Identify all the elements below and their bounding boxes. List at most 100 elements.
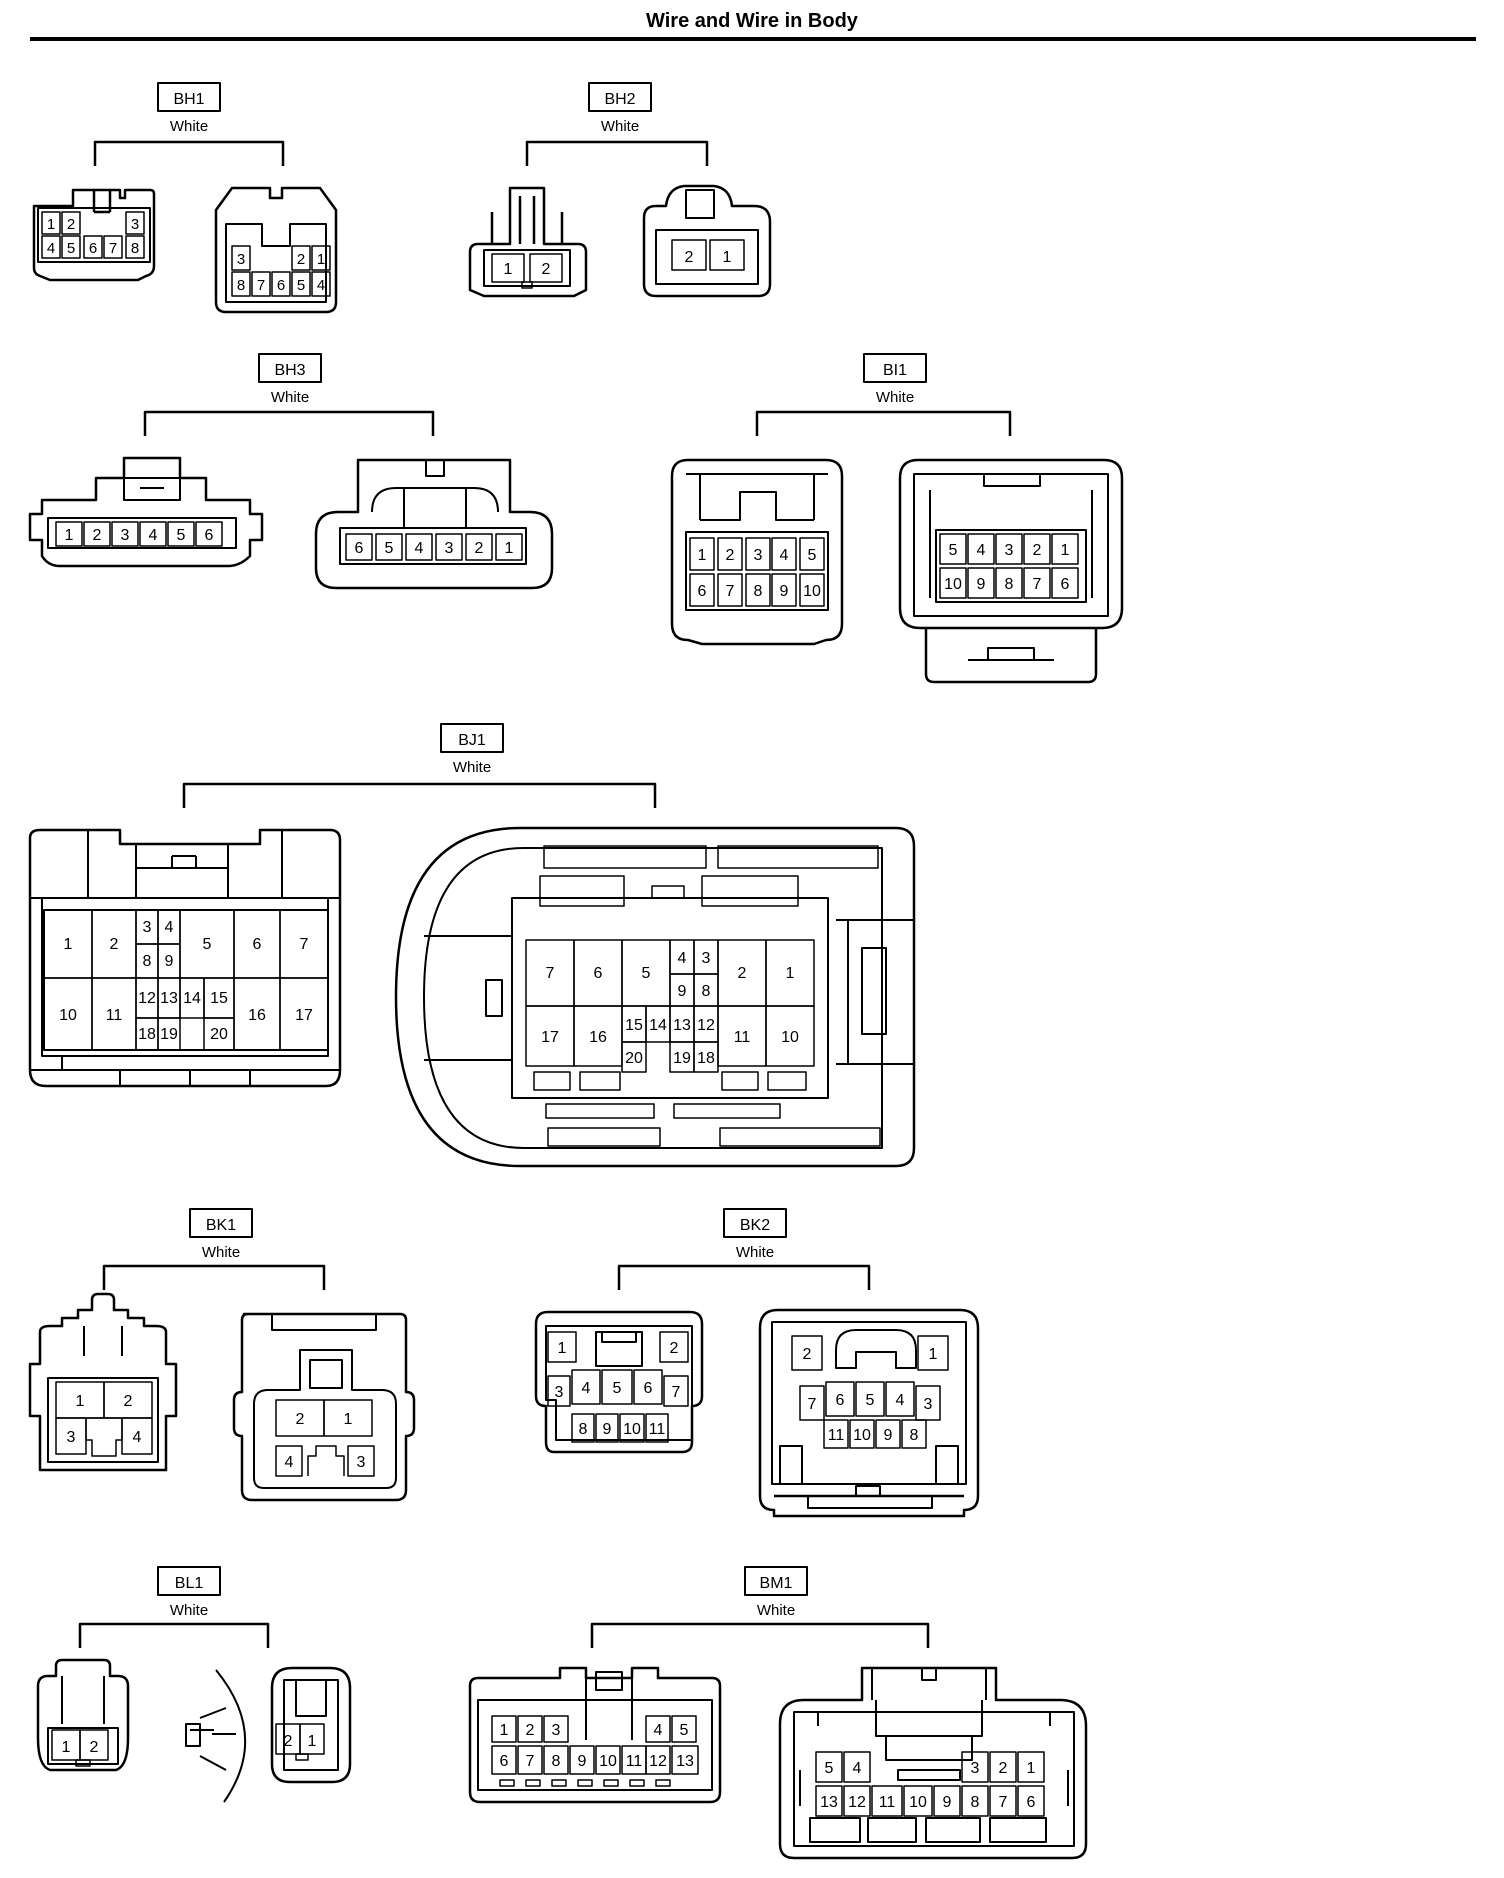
pin-label: 6 — [253, 936, 262, 953]
female-connector-view: 1 2 3 4 5 6 7 8 9 10 11 — [534, 1310, 704, 1454]
connector-housing — [642, 184, 772, 298]
pin-label: 2 — [110, 936, 119, 953]
pin-label: 2 — [284, 1733, 293, 1750]
connector-housing — [314, 458, 554, 590]
pin-label: 6 — [1027, 1794, 1036, 1811]
pin-label: 3 — [131, 216, 139, 233]
key-mark — [521, 281, 533, 289]
pin-label: 6 — [277, 277, 285, 294]
pin-label: 1 — [317, 251, 325, 268]
clip — [185, 1669, 247, 1803]
pin-block — [935, 529, 1087, 603]
connector-id: BL1 — [175, 1575, 204, 1592]
pin-label: 2 — [542, 261, 551, 278]
pin-label: 5 — [203, 936, 212, 953]
pin-label: 3 — [237, 251, 245, 268]
pin-label: 10 — [803, 583, 821, 600]
housing-inner — [771, 1321, 967, 1509]
pin-block — [47, 517, 237, 549]
pin-label: 9 — [884, 1427, 893, 1444]
pin-label: 12 — [697, 1017, 715, 1034]
pin-label: 4 — [654, 1722, 663, 1739]
male-connector-view: 2 1 7 6 5 4 3 11 10 9 8 — [758, 1308, 980, 1518]
connector-housing — [270, 1666, 352, 1784]
male-connector-view: 2 1 — [185, 1666, 352, 1803]
pin-label: 7 — [726, 583, 735, 600]
male-connector-view: 5 4 3 2 1 13 12 11 10 9 8 7 6 — [778, 1666, 1088, 1860]
pin-label: 3 — [971, 1760, 980, 1777]
pin-label: 10 — [623, 1421, 641, 1438]
male-connector-view: 5 4 3 2 1 10 9 8 7 6 — [898, 458, 1124, 684]
connector-housing — [232, 1312, 416, 1502]
connector-housing — [32, 188, 156, 282]
pin-label: 8 — [971, 1794, 980, 1811]
pin-label: 18 — [697, 1050, 715, 1067]
connector-tag-box — [440, 723, 504, 753]
pin-label: 12 — [649, 1753, 667, 1770]
housing-inner — [793, 1668, 1075, 1847]
female-connector-view: 1 2 3 4 5 6 — [28, 456, 264, 568]
connector-housing — [778, 1666, 1088, 1860]
pin-label: 16 — [248, 1007, 266, 1024]
housing-inner — [686, 473, 828, 521]
pin-label: 5 — [866, 1392, 875, 1409]
pair-bracket — [93, 140, 285, 166]
pin-label: 3 — [121, 527, 130, 544]
pin-label: 4 — [582, 1380, 591, 1397]
pin-label: 3 — [702, 950, 711, 967]
pin-label: 13 — [673, 1017, 691, 1034]
pair-bracket — [143, 410, 435, 436]
connector-BK1: BK1 White 1 2 3 4 — [28, 1208, 416, 1502]
pin-label: 4 — [165, 919, 174, 936]
pin-label: 2 — [297, 251, 305, 268]
connector-tag-box — [157, 1566, 221, 1596]
connector-color: White — [757, 1602, 795, 1619]
pin-label: 1 — [1061, 542, 1070, 559]
pin-label: 8 — [131, 240, 139, 257]
connector-color: White — [601, 118, 639, 135]
pin-label: 7 — [672, 1384, 681, 1401]
pin-block — [37, 207, 151, 263]
pin-label: 11 — [734, 1029, 751, 1046]
pin-label: 12 — [138, 990, 156, 1007]
pin-label: 5 — [642, 965, 651, 982]
pin-label: 5 — [177, 527, 186, 544]
pin-label: 9 — [943, 1794, 952, 1811]
pin-block — [43, 909, 329, 1051]
pin-label: 10 — [944, 576, 962, 593]
pin-label: 2 — [93, 527, 102, 544]
pin-label: 9 — [578, 1753, 587, 1770]
female-connector-view: 1 2 3 4 5 6 7 8 9 10 11 12 13 14 15 16 1… — [28, 828, 342, 1088]
connector-color: White — [876, 389, 914, 406]
female-connector-view: 1 2 3 4 5 6 7 8 — [32, 188, 156, 282]
pin-label: 4 — [780, 547, 789, 564]
connector-tag-box — [157, 82, 221, 112]
female-connector-view: 1 2 3 4 — [28, 1292, 178, 1472]
page-title: Wire and Wire in Body — [646, 10, 858, 32]
pin-label: 3 — [445, 540, 454, 557]
connector-BM1: BM1 White 1 2 3 4 5 6 7 8 9 — [468, 1566, 1088, 1860]
pin-label: 5 — [808, 547, 817, 564]
pin-label: 7 — [999, 1794, 1008, 1811]
pin-block — [511, 897, 829, 1099]
pin-label: 2 — [526, 1722, 535, 1739]
connector-id: BH2 — [604, 91, 635, 108]
pin-label: 5 — [825, 1760, 834, 1777]
connector-BH1: BH1 White 1 2 3 4 5 6 7 8 — [32, 82, 338, 314]
connector-id: BH1 — [173, 91, 204, 108]
pin-label: 15 — [210, 990, 228, 1007]
pin-label: 2 — [1033, 542, 1042, 559]
pin-label: 1 — [698, 547, 707, 564]
connector-tag-box — [258, 353, 322, 383]
pin-label: 9 — [977, 576, 986, 593]
connector-tag-box — [189, 1208, 253, 1238]
pin-label: 2 — [90, 1739, 99, 1756]
pin-label: 6 — [1061, 576, 1070, 593]
pin-label: 5 — [67, 240, 75, 257]
connector-housing — [394, 826, 916, 1168]
pin-label: 1 — [344, 1411, 353, 1428]
pin-label: 3 — [357, 1454, 366, 1471]
pin-label: 2 — [803, 1346, 812, 1363]
pin-label: 1 — [786, 965, 795, 982]
pin-label: 4 — [415, 540, 424, 557]
